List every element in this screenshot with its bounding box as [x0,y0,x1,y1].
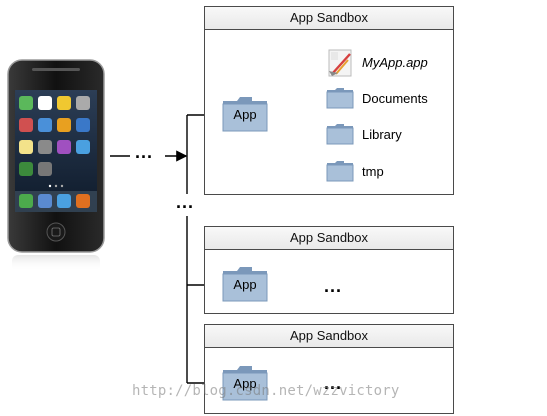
sandbox-title: App Sandbox [205,227,453,250]
folder-icon [326,88,354,109]
folder-icon [222,267,268,302]
app-bundle-icon [328,49,352,77]
app-folder-label: App [233,277,257,292]
app-folder[interactable]: App [222,96,268,132]
folder-icon [326,161,354,182]
app-folder[interactable]: App [222,365,268,401]
iphone-device [7,59,105,271]
app-folder-label: App [233,107,257,122]
myapp-label: MyApp.app [362,55,428,70]
vertical-ellipsis: ... [176,192,195,212]
home-screen-icons [15,96,97,212]
tmp-label: tmp [362,164,384,179]
sandbox-2-ellipsis: ... [324,276,343,296]
app-folder-label: App [233,376,257,391]
folder-icon [222,97,268,132]
sandbox-title: App Sandbox [205,325,453,348]
home-button [46,222,66,242]
watermark-text: http://blog.csdn.net/wzzvictory [132,383,400,399]
phone-ellipsis: ... [135,142,154,162]
folder-icon [326,124,354,145]
folder-icon [222,366,268,401]
sandbox-title: App Sandbox [205,7,453,30]
app-folder[interactable]: App [222,266,268,302]
sandbox-3-ellipsis: ... [324,373,343,393]
documents-label: Documents [362,91,428,106]
library-label: Library [362,127,402,142]
